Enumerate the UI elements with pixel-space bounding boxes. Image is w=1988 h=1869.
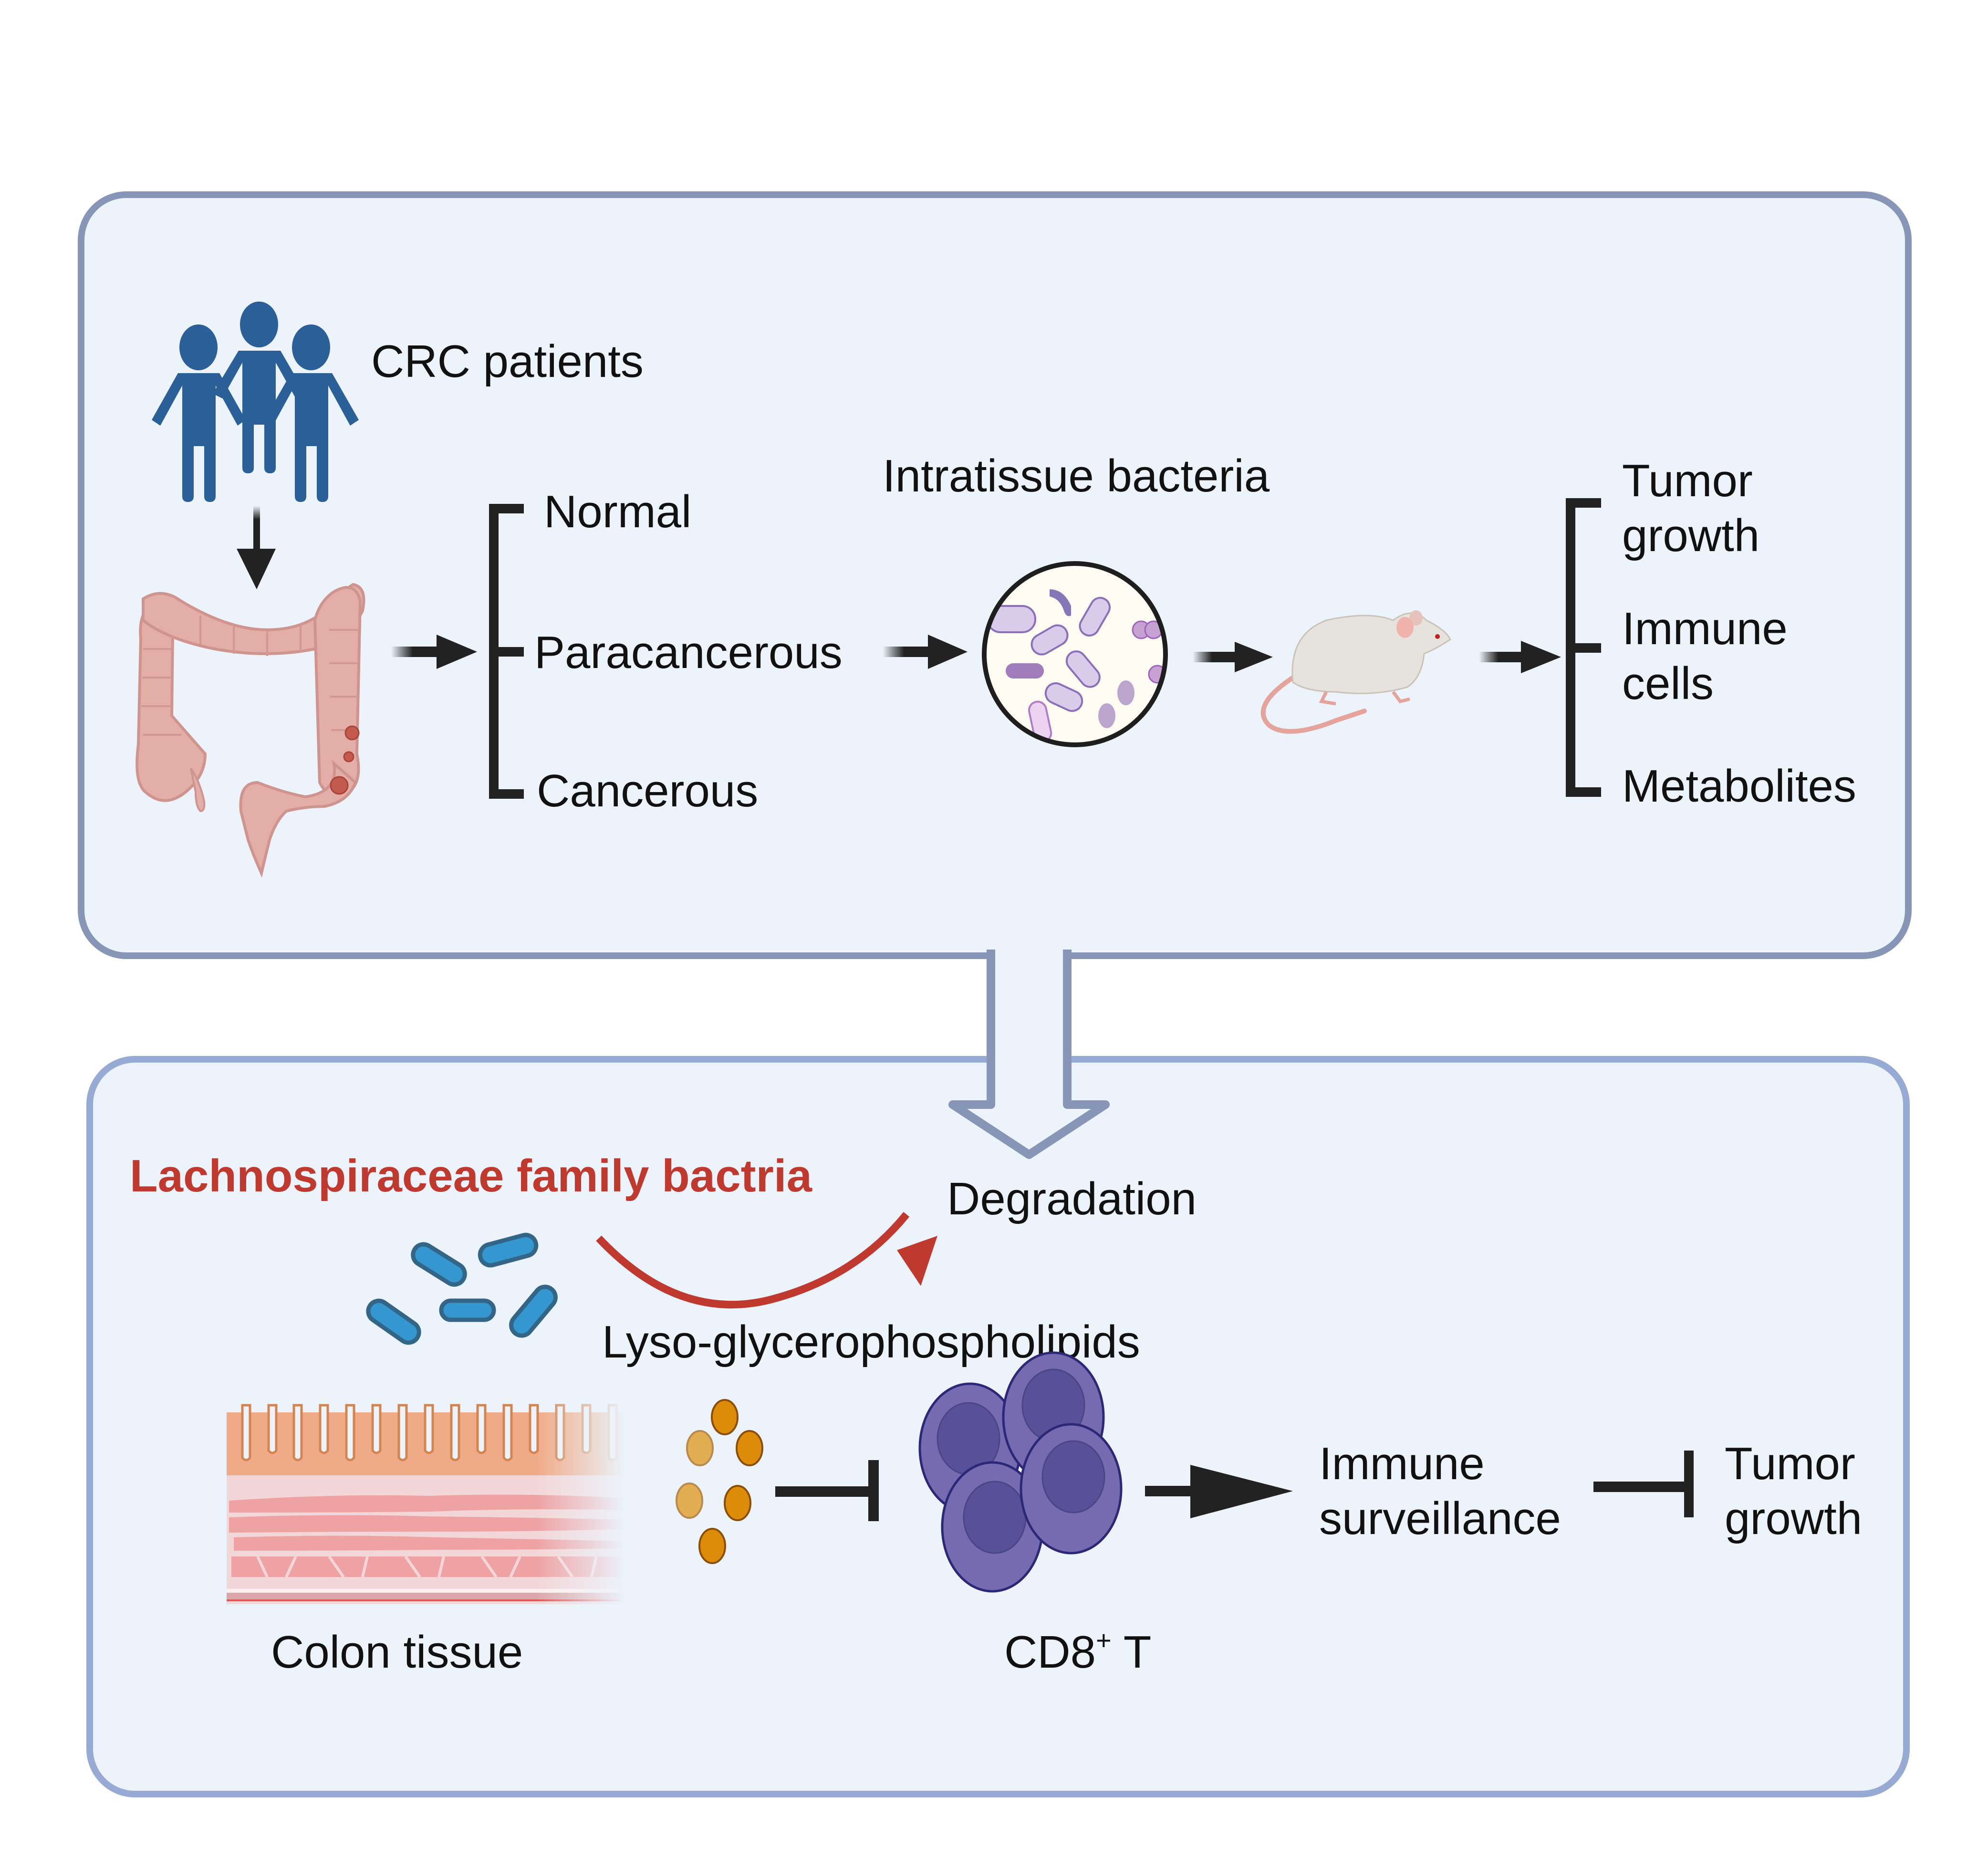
outcome-tumor-line1: Tumor: [1622, 455, 1753, 506]
crc-patients-label: CRC patients: [371, 336, 644, 387]
colon-icon: [135, 583, 365, 878]
patients-icon: [152, 302, 359, 502]
arrow-right-icon: [1145, 1465, 1293, 1518]
cd8-t-label: CD8+ T: [1004, 1625, 1151, 1678]
outcome-tumor-line2: growth: [1622, 510, 1759, 561]
colon-tissue-icon: [227, 1404, 627, 1604]
arrow-down-icon: [237, 506, 276, 589]
lachnospiraceae-bacteria-icon: [366, 1232, 558, 1345]
cd8-t-label-sup: +: [1096, 1625, 1112, 1655]
lipid-molecules-icon: [676, 1399, 763, 1564]
outcome-bracket: [1566, 498, 1601, 797]
intratissue-bacteria-label: Intratissue bacteria: [883, 450, 1270, 501]
sample-paracancerous-label: Paracancerous: [534, 627, 843, 678]
immune-surveillance-line2: surveillance: [1319, 1493, 1561, 1544]
arrow-right-icon: [883, 635, 968, 669]
top-panel-box: [78, 191, 1912, 959]
outcome-immune-line2: cells: [1622, 658, 1714, 709]
cd8-t-cells-icon: [918, 1351, 1123, 1593]
arrow-right-icon: [391, 635, 477, 669]
tumor-growth-line1: Tumor: [1725, 1438, 1855, 1489]
outcome-immune-cells-label: Immune cells: [1622, 603, 1800, 709]
degradation-arrow-icon: [596, 1211, 937, 1309]
cd8-t-label-main: CD8: [1004, 1627, 1096, 1678]
inhibition-icon: [775, 1460, 879, 1521]
tumor-growth-label: Tumor growth: [1725, 1438, 1868, 1544]
sample-cancerous-label: Cancerous: [537, 765, 758, 816]
bacteria-microscope-icon: [982, 561, 1168, 747]
tumor-growth-line2: growth: [1725, 1493, 1862, 1544]
degradation-label: Degradation: [947, 1173, 1197, 1224]
outcome-metabolites-label: Metabolites: [1622, 761, 1856, 812]
arrow-right-icon: [1479, 641, 1561, 673]
lachnospiraceae-label: Lachnospiraceae family bactria: [130, 1150, 812, 1201]
immune-surveillance-label: Immune surveillance: [1319, 1438, 1561, 1544]
outcome-immune-line1: Immune: [1622, 603, 1788, 654]
arrow-right-icon: [1193, 642, 1273, 672]
mouse-icon: [1260, 610, 1451, 734]
panel-connector-arrow-icon: [948, 950, 1110, 1159]
top-panel: [78, 191, 1912, 959]
immune-surveillance-line1: Immune: [1319, 1438, 1485, 1489]
inhibition-icon: [1593, 1451, 1694, 1517]
cd8-t-label-suffix: T: [1112, 1627, 1152, 1678]
sample-normal-label: Normal: [544, 486, 691, 537]
colon-tissue-label: Colon tissue: [271, 1627, 523, 1678]
sample-bracket: [489, 504, 524, 799]
outcome-tumor-growth-label: Tumor growth: [1622, 455, 1765, 561]
